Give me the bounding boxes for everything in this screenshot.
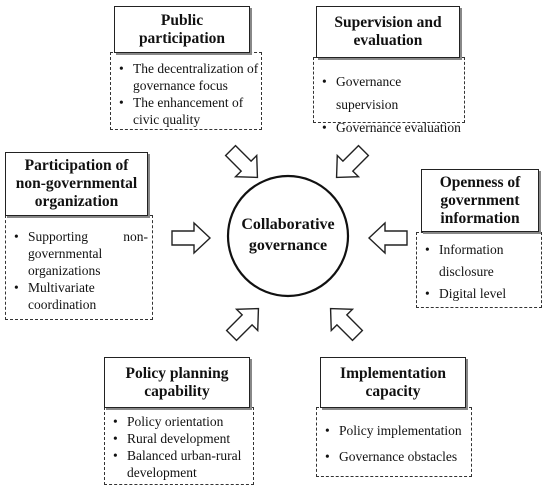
arrow-from-policy-planning [220,297,270,347]
non-governmental-list: Supporting non-governmental organization… [5,215,153,320]
list-item: The decentralization of governance focus [111,60,261,94]
center-circle [226,174,350,298]
list-item: Information disclosure [417,239,541,283]
arrow-from-public-participation [219,139,269,189]
list-item: Governance supervision [314,70,464,116]
openness-info-title: Openness of government information [421,169,539,232]
implementation-title: Implementation capacity [320,357,466,408]
list-item: Multivariate coordination [6,279,148,313]
arrow-from-non-governmental [171,222,211,254]
policy-planning-title: Policy planning capability [104,357,250,408]
public-participation-list: The decentralization of governance focus… [110,52,262,130]
arrow-from-supervision-evaluation [325,139,375,189]
arrow-from-implementation [319,297,369,347]
openness-info-list: Information disclosure Digital level [416,232,542,308]
list-item: Rural development [105,430,253,447]
supervision-evaluation-title: Supervision and evaluation [316,6,460,58]
list-item: Balanced urban-rural development [105,447,253,481]
list-item: Governance evaluation [314,116,464,139]
implementation-list: Policy implementation Governance obstacl… [316,407,472,477]
supervision-evaluation-list: Governance supervision Governance evalua… [313,57,465,139]
list-item: Policy implementation [317,418,471,444]
list-item: Governance obstacles [317,444,471,470]
list-item: The enhancement of civic quality [111,94,261,128]
arrow-from-openness-info [368,222,408,254]
policy-planning-list: Policy orientation Rural development Bal… [104,407,254,485]
non-governmental-title: Participation of non-governmental organi… [5,152,148,216]
list-item: Supporting non-governmental organization… [6,228,148,279]
public-participation-title: Public participation [114,6,250,53]
center-label: Collaborative governance [241,216,335,254]
list-item: Policy orientation [105,413,253,430]
list-item: Digital level [417,283,541,305]
